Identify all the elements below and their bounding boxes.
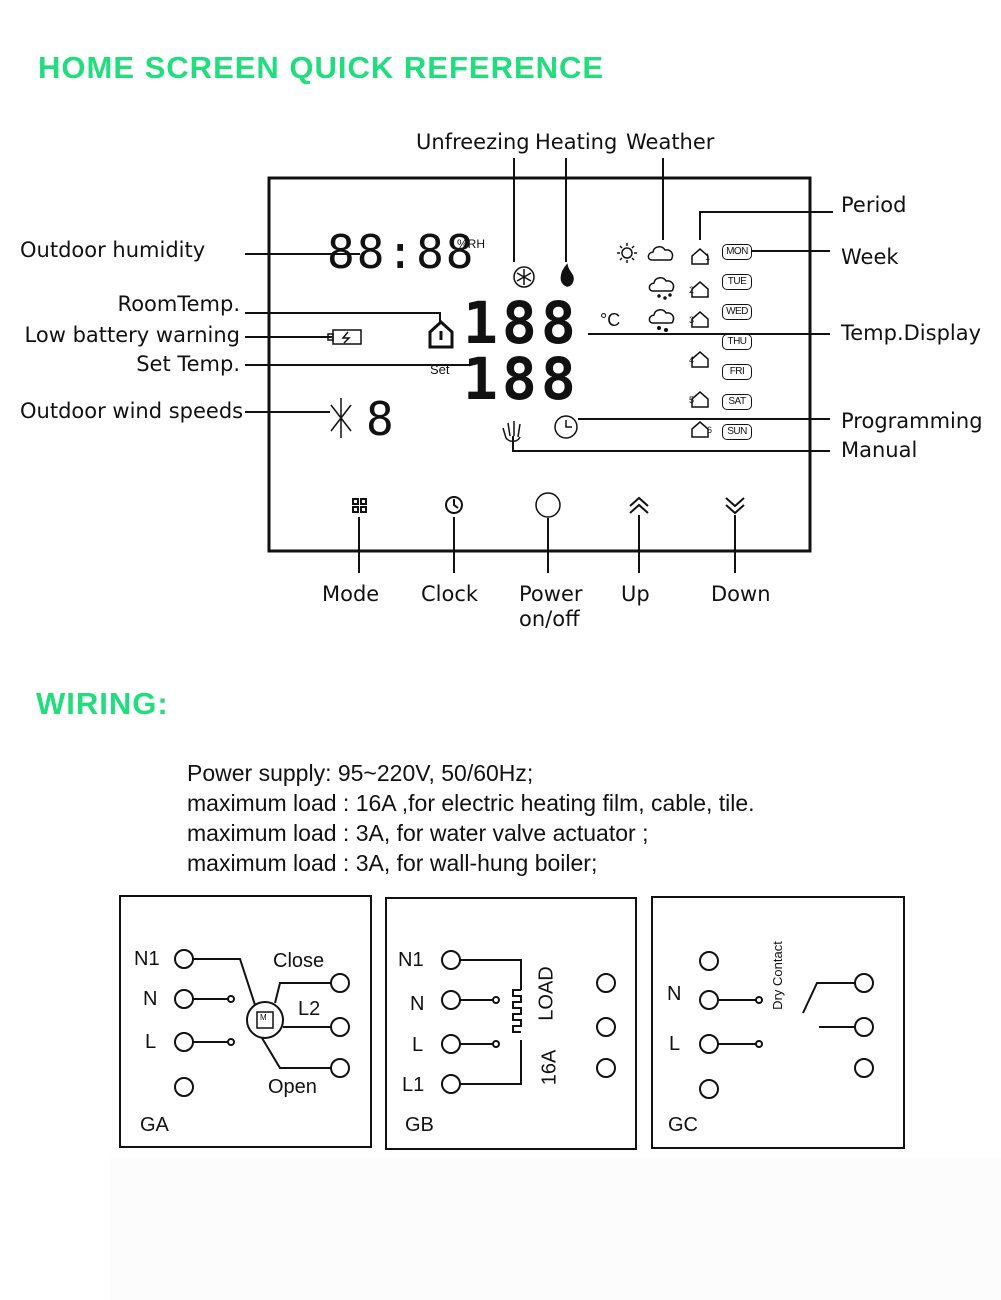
label-set-temp: Set Temp. xyxy=(136,352,240,376)
clock-button[interactable]: Clock xyxy=(421,582,479,606)
gb-amps-label: 16A xyxy=(538,1049,561,1086)
power-button-label-2[interactable]: on/off xyxy=(519,607,580,631)
gb-n-label: N xyxy=(410,993,425,1015)
blank-bottom-area xyxy=(110,1158,1001,1300)
snow-cloud-icon xyxy=(648,309,675,324)
cloud-icon xyxy=(647,246,674,261)
ga-close-label: Close xyxy=(273,950,325,972)
label-programming: Programming xyxy=(841,409,983,433)
gb-l1-label: L1 xyxy=(402,1074,425,1096)
gc-l-label: L xyxy=(669,1033,681,1055)
spec-load-boiler: maximum load : 3A, for wall-hung boiler; xyxy=(187,850,598,876)
flame-icon xyxy=(560,263,574,287)
lcd-clock-digits: 88:88 xyxy=(327,225,476,279)
ga-name: GA xyxy=(140,1114,169,1136)
lcd-wind-digit: 8 xyxy=(366,392,394,446)
ga-l2-label: L2 xyxy=(298,998,321,1020)
down-chevron-icon xyxy=(725,497,745,515)
spec-power-supply: Power supply: 95~220V, 50/60Hz; xyxy=(187,760,534,786)
label-week: Week xyxy=(841,245,899,269)
up-button[interactable]: Up xyxy=(621,582,650,606)
ga-n1-label: N1 xyxy=(134,948,160,970)
label-manual: Manual xyxy=(841,438,918,462)
label-low-battery: Low battery warning xyxy=(24,323,240,347)
up-chevron-icon xyxy=(629,496,649,514)
ga-l-label: L xyxy=(145,1031,157,1053)
ga-n-label: N xyxy=(143,988,158,1010)
ga-motor xyxy=(246,1001,284,1039)
label-temp-display: Temp.Display xyxy=(841,321,982,345)
week-day-tue: TUE xyxy=(722,274,752,290)
spec-load-heating: maximum load : 16A ,for electric heating… xyxy=(187,790,755,816)
wind-icon xyxy=(330,398,352,438)
lcd-humidity-unit: %RH xyxy=(457,237,486,251)
gc-box xyxy=(651,896,905,1149)
label-room-temp: RoomTemp. xyxy=(117,292,240,316)
wiring-title: WIRING: xyxy=(36,686,169,721)
label-outdoor-wind: Outdoor wind speeds xyxy=(20,399,244,423)
week-day-sat: SAT xyxy=(722,394,752,410)
lcd-set-label: Set xyxy=(430,362,450,377)
mode-grid-icon xyxy=(352,498,367,513)
mode-button[interactable]: Mode xyxy=(322,582,380,606)
label-weather: Weather xyxy=(626,130,715,154)
week-day-sun: SUN xyxy=(722,424,752,440)
period-number: 6 xyxy=(707,425,713,435)
lcd-set-temp-digits: 188 xyxy=(463,345,580,413)
program-clock-icon xyxy=(554,415,578,439)
week-day-thu: THU xyxy=(722,334,752,350)
house-icon xyxy=(428,319,454,349)
gc-dry-contact-label: Dry Contact xyxy=(769,941,785,1010)
gb-load-coil xyxy=(512,989,522,1033)
gb-name: GB xyxy=(405,1114,434,1136)
period-number: 2 xyxy=(689,285,695,295)
label-unfreezing: Unfreezing xyxy=(416,130,530,154)
lcd-degree-unit: °C xyxy=(600,310,621,330)
clock-button-icon xyxy=(445,496,463,514)
gc-n-label: N xyxy=(667,983,682,1005)
hand-icon xyxy=(502,421,521,442)
label-outdoor-humidity: Outdoor humidity xyxy=(20,238,206,262)
gb-load-label: LOAD xyxy=(535,966,558,1021)
gb-box xyxy=(385,897,637,1150)
period-number: 4 xyxy=(689,355,695,365)
period-number: 1 xyxy=(705,252,711,262)
week-day-fri: FRI xyxy=(722,364,752,380)
gb-l-label: L xyxy=(412,1034,424,1056)
rain-cloud-icon xyxy=(648,277,675,292)
power-button-icon xyxy=(535,492,561,518)
period-number: 5 xyxy=(689,395,695,405)
ga-motor-label: M xyxy=(260,1013,267,1022)
week-day-wed: WED xyxy=(722,304,752,320)
label-period: Period xyxy=(841,193,907,217)
spec-load-valve: maximum load : 3A, for water valve actua… xyxy=(187,820,649,846)
ga-box xyxy=(119,895,372,1148)
ga-open-label: Open xyxy=(268,1076,317,1098)
label-heating: Heating xyxy=(535,130,618,154)
lcd-room-temp-digits: 188 xyxy=(463,289,580,357)
sun-icon xyxy=(621,247,633,259)
period-icons xyxy=(691,248,709,438)
snowflake-icon xyxy=(513,266,535,288)
down-button[interactable]: Down xyxy=(711,582,771,606)
power-button-label-1[interactable]: Power xyxy=(519,582,583,606)
gc-name: GC xyxy=(668,1114,698,1136)
gb-n1-label: N1 xyxy=(398,949,424,971)
period-number: 3 xyxy=(689,315,695,325)
week-day-mon: MON xyxy=(722,244,752,260)
home-screen-title: HOME SCREEN QUICK REFERENCE xyxy=(38,50,605,85)
